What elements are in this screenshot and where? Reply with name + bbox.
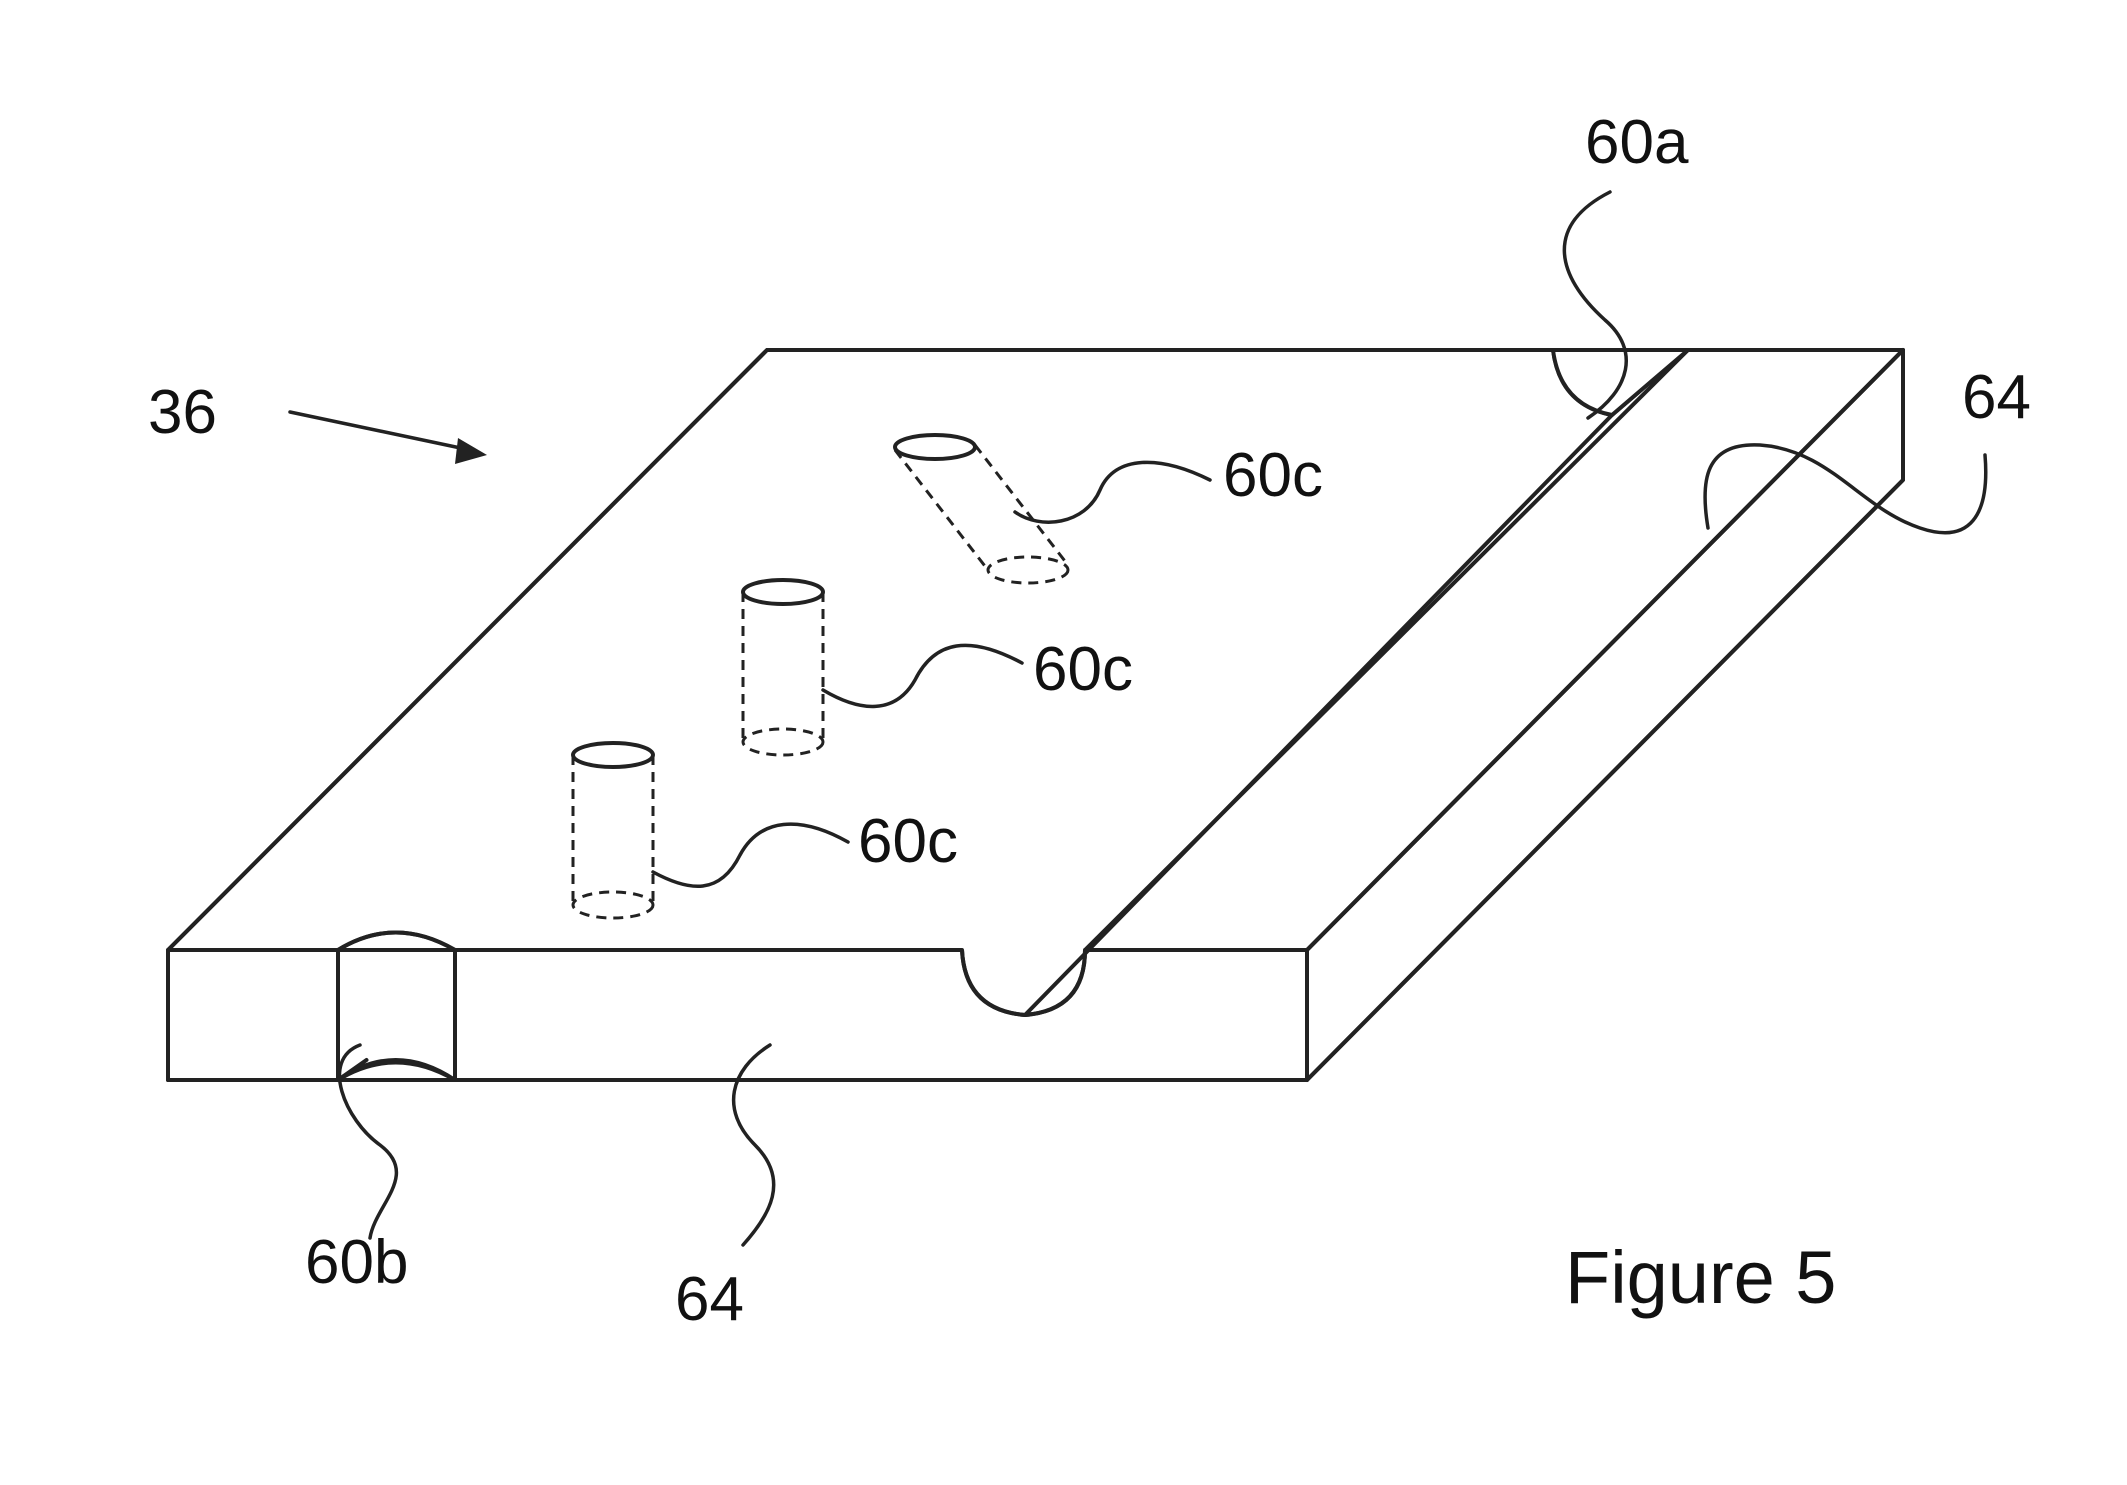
label-60c-lower: 60c xyxy=(858,807,958,876)
bore-upper xyxy=(893,433,1070,585)
label-36: 36 xyxy=(148,378,217,447)
plate-outline xyxy=(166,348,1553,952)
label-64-right: 64 xyxy=(1962,363,2031,432)
label-60c-middle: 60c xyxy=(1033,635,1133,704)
assembly-arrow xyxy=(288,410,487,464)
label-60c-upper: 60c xyxy=(1223,441,1323,510)
label-60b: 60b xyxy=(305,1228,408,1297)
bore-middle xyxy=(741,578,825,757)
leader-lines xyxy=(337,190,1988,1247)
bore-lower xyxy=(571,741,655,920)
label-60a: 60a xyxy=(1585,108,1689,177)
figure-caption: Figure 5 xyxy=(1565,1236,1836,1319)
front-notch xyxy=(336,930,457,1082)
groove-channel-top xyxy=(960,348,1690,1017)
label-64-front: 64 xyxy=(675,1265,744,1334)
